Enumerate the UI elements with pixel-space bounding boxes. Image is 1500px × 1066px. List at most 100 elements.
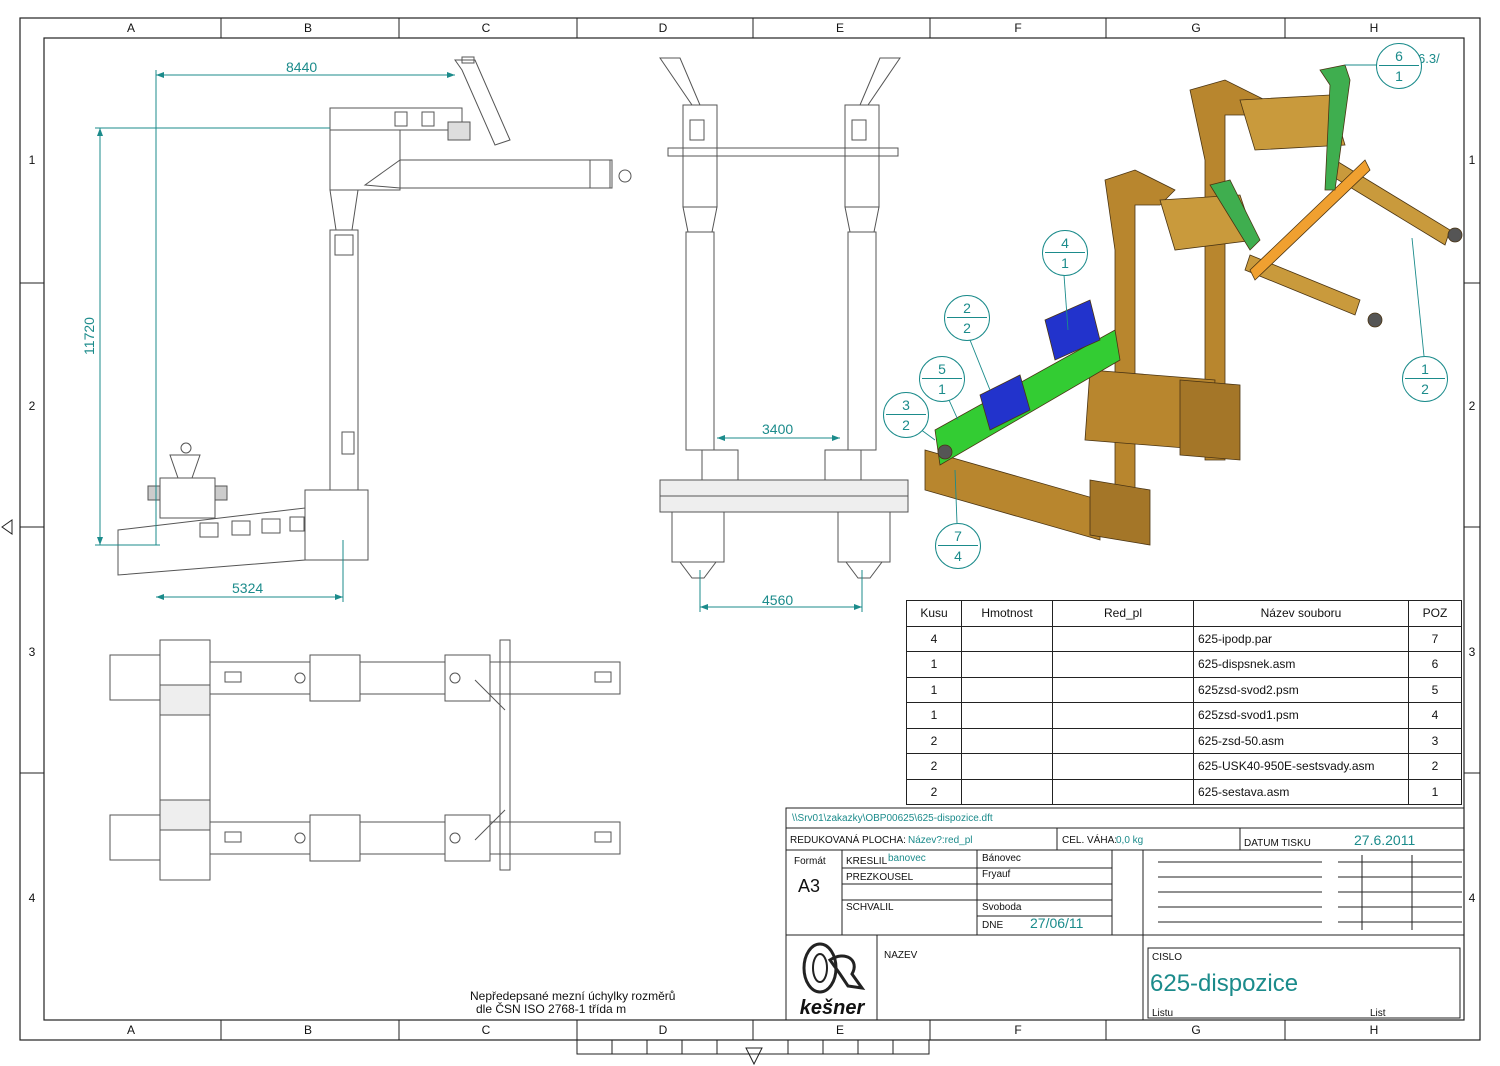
reduced-area-label: REDUKOVANÁ PLOCHA: [790, 835, 906, 846]
file-path: \\Srv01\zakazky\OBP00625\625-dispozice.d… [792, 813, 993, 824]
zone-col-g-bottom: G [1191, 1023, 1201, 1037]
tolerance-note-line1: Nepředepsané mezní úchylky rozměrů [470, 989, 676, 1003]
isometric-model [924, 64, 1463, 546]
number-label: CISLO [1152, 952, 1183, 963]
zone-col-h-bottom: H [1369, 1023, 1379, 1037]
zone-col-f-bottom: F [1014, 1023, 1022, 1037]
front-view [659, 57, 909, 579]
zone-dividers [20, 18, 1480, 1055]
approved-by-label: SCHVALIL [846, 902, 894, 913]
format-label: Formát [794, 856, 826, 867]
balloon-quantity: 1 [1061, 255, 1069, 271]
drawing-number: 625-dispozice [1150, 970, 1299, 997]
side-view-dimensions [95, 70, 455, 602]
bom-cell-kusu: 1 [906, 676, 962, 703]
logo-text: kešner [799, 997, 865, 1019]
balloon-item-number: 6 [1379, 44, 1419, 66]
print-date-label: DATUM TISKU [1244, 838, 1311, 849]
balloon-item-number: 7 [938, 524, 978, 546]
list-label: List [1370, 1008, 1386, 1019]
zone-col-c-top: C [481, 21, 491, 35]
balloon-item-number: 2 [947, 296, 987, 318]
zone-col-h-top: H [1369, 21, 1379, 35]
dim-front-inner: 3400 [762, 421, 794, 437]
zone-col-g-top: G [1191, 21, 1201, 35]
bom-cell-kusu: 2 [906, 753, 962, 780]
balloon-item-number: 3 [886, 393, 926, 415]
balloon-quantity: 2 [902, 417, 910, 433]
bom-cell-file: 625zsd-svod2.psm [1193, 676, 1409, 703]
bom-cell-hmotnost [961, 702, 1053, 729]
bom-header-kusu: Kusu [906, 600, 962, 627]
drawn-by-label: KRESLIL [846, 856, 888, 867]
logo-mark-icon [802, 942, 866, 994]
balloon-quantity: 4 [954, 548, 962, 564]
bom-cell-hmotnost [961, 727, 1053, 754]
bom-cell-file: 625-dispsnek.asm [1193, 651, 1409, 678]
zone-row-1-left: 1 [28, 153, 36, 167]
corner-mark: 6.3/ [1418, 51, 1440, 66]
front-view-dimensions [699, 435, 863, 612]
zone-col-e-top: E [835, 21, 844, 35]
center-mark-left [1, 519, 13, 535]
balloon-item-number: 1 [1405, 357, 1445, 379]
zone-col-a-top: A [126, 21, 135, 35]
bom-cell-poz: 1 [1408, 778, 1462, 805]
zone-row-3-right: 3 [1468, 645, 1476, 659]
side-view [117, 56, 632, 576]
bom-table: Kusu Hmotnost Red_pl Název souboru POZ 4… [906, 600, 1462, 805]
checked-by-name: Fryauf [982, 869, 1011, 880]
format-value: A3 [798, 876, 821, 896]
zone-col-b-bottom: B [303, 1023, 312, 1037]
bom-cell-red-pl [1052, 778, 1194, 805]
zone-row-4-right: 4 [1468, 891, 1476, 905]
bom-cell-red-pl [1052, 651, 1194, 678]
bom-header-file: Název souboru [1193, 600, 1409, 627]
bom-header-hmotnost: Hmotnost [961, 600, 1053, 627]
balloon-quantity: 2 [963, 320, 971, 336]
zone-row-3-left: 3 [28, 645, 36, 659]
dim-side-width: 8440 [286, 59, 318, 75]
tolerance-note: Nepředepsané mezní úchylky rozměrů dle Č… [470, 990, 675, 1016]
bom-cell-poz: 7 [1408, 625, 1462, 652]
company-logo: kešner [790, 940, 874, 1019]
bom-cell-kusu: 2 [906, 727, 962, 754]
name-label: NAZEV [884, 950, 918, 961]
reduced-area-value: Název?:red_pl [908, 835, 973, 846]
balloon-quantity: 1 [938, 381, 946, 397]
zone-col-f-top: F [1014, 21, 1022, 35]
zone-row-4-left: 4 [28, 891, 36, 905]
zone-col-b-top: B [303, 21, 312, 35]
tolerance-note-line2: dle ČSN ISO 2768-1 třída m [476, 1002, 627, 1016]
balloon-item-number: 5 [922, 357, 962, 379]
drawn-by-name: Bánovec [982, 853, 1021, 864]
print-date-value: 27.6.2011 [1354, 832, 1416, 848]
bom-cell-file: 625-zsd-50.asm [1193, 727, 1409, 754]
bom-cell-file: 625-ipodp.par [1193, 625, 1409, 652]
drawn-by-login: banovec [888, 853, 926, 864]
dim-side-base: 5324 [232, 580, 264, 596]
bom-cell-poz: 4 [1408, 702, 1462, 729]
balloon-item-number: 4 [1045, 231, 1085, 253]
date-label: DNE [982, 920, 1004, 931]
date-value: 27/06/11 [1030, 915, 1084, 931]
zone-row-2-left: 2 [28, 399, 36, 413]
total-weight-value: 0,0 kg [1116, 835, 1144, 846]
bom-cell-file: 625-sestava.asm [1193, 778, 1409, 805]
bom-cell-file: 625-USK40-950E-sestsvady.asm [1193, 753, 1409, 780]
zone-row-2-right: 2 [1468, 399, 1476, 413]
zone-row-1-right: 1 [1468, 153, 1476, 167]
balloon-quantity: 2 [1421, 381, 1429, 397]
